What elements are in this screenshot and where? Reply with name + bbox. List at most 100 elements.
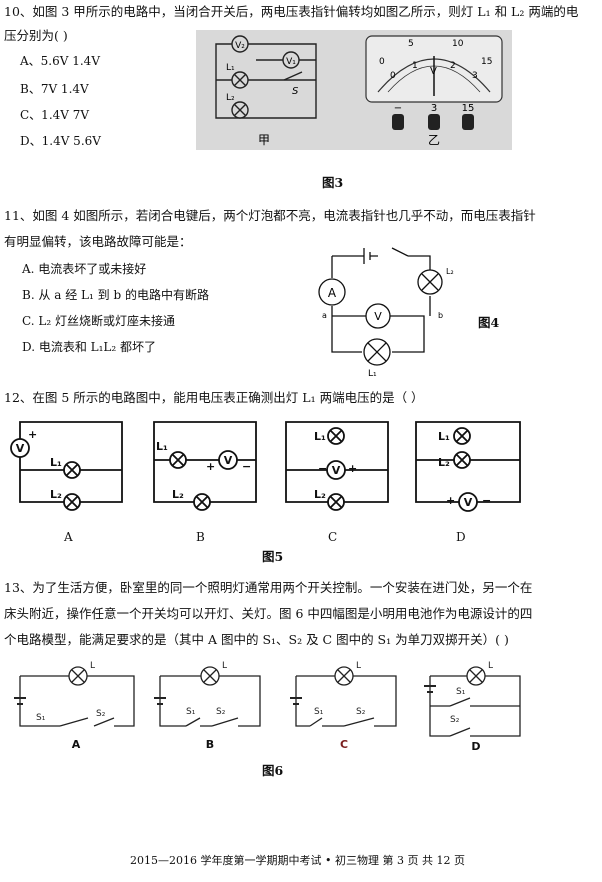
- fig5c-l1: L₁: [314, 430, 326, 443]
- terminal-minus-label: −: [394, 103, 402, 114]
- fig5a-l1: L₁: [50, 456, 62, 469]
- fig6a-s2: S₂: [96, 709, 106, 719]
- q10-option-b: B、7V 1.4V: [20, 82, 89, 96]
- meter-inner-tick-0: 0: [390, 71, 396, 81]
- fig5b-v: V: [224, 454, 233, 467]
- q10-option-a: A、5.6V 1.4V: [20, 54, 100, 68]
- fig5d-plus: +: [446, 494, 455, 507]
- figure-5-caption: 图5: [262, 549, 284, 564]
- fig5a-v: V: [16, 442, 25, 455]
- fig5c-l2: L₂: [314, 488, 326, 501]
- fig6d-s1: S₁: [456, 687, 466, 697]
- fig6c-lamp: L: [356, 661, 361, 671]
- fig3-left-caption: 甲: [258, 133, 270, 147]
- figure-4: A V a b L₂ L₁: [318, 247, 454, 379]
- figure-5: V + L₁ L₂ L₁ V + − L₂ L₁ V − + L₂ L₁ L₂ …: [10, 421, 521, 512]
- q10-option-d: D、1.4V 5.6V: [20, 134, 101, 148]
- fig6-label-b: B: [206, 738, 214, 751]
- figure-3-caption: 图3: [322, 175, 344, 190]
- fig5c-plus: +: [348, 462, 357, 475]
- fig4-point-b: b: [438, 311, 443, 320]
- fig4-ammeter-label: A: [328, 286, 337, 300]
- meter-outer-tick-15: 15: [481, 57, 492, 67]
- figure-6-caption: 图6: [262, 763, 284, 778]
- terminal-minus-icon: [392, 114, 404, 130]
- ammeter-icon: [318, 278, 346, 306]
- meter-outer-tick-10: 10: [452, 39, 464, 49]
- fig6-label-a: A: [72, 738, 81, 751]
- fig5b-plus: +: [206, 460, 215, 473]
- figure-6: L S₁ S₂ L S₁ S₂ L S₁ S₂ L S₁ S₂ A B C D: [14, 661, 521, 753]
- q11-option-a: A. 电流表坏了或未接好: [22, 262, 147, 276]
- fig5b-l1: L₁: [156, 440, 168, 453]
- meter-inner-tick-1: 1: [412, 61, 418, 71]
- fig6d-lamp: L: [488, 661, 493, 671]
- q13-stem-line2: 床头附近，操作任意一个开关均可以开灯、关灯。图 6 中四幅图是小明用电池作为电源…: [4, 606, 533, 621]
- terminal-15-label: 15: [462, 103, 475, 114]
- fig5d-l2: L₂: [438, 456, 450, 469]
- figure-3: V₂ V₁ L₁ L₂ S 甲 0 5 10 15 0 1 2 3 V − 3 …: [196, 30, 512, 150]
- q11-stem-line1: 11、如图 4 如图所示，若闭合电键后，两个灯泡都不亮，电流表指针也几乎不动，而…: [4, 208, 536, 223]
- fig4-l1-label: L₁: [368, 369, 377, 379]
- fig5-label-b: B: [196, 530, 205, 544]
- fig3-l1-label: L₁: [226, 63, 235, 73]
- meter-inner-tick-3: 3: [472, 71, 478, 81]
- fig6-batteries: [14, 685, 436, 705]
- fig6d-s2: S₂: [450, 715, 460, 725]
- fig6b-s2: S₂: [216, 707, 226, 717]
- fig6c-s1: S₁: [314, 707, 324, 717]
- fig6b-s1: S₁: [186, 707, 196, 717]
- fig5d-minus: −: [482, 494, 491, 507]
- meter-outer-tick-5: 5: [408, 39, 414, 49]
- fig3-v1-label: V₁: [286, 57, 296, 67]
- fig6-label-c: C: [340, 738, 348, 751]
- fig3-l2-label: L₂: [226, 93, 235, 103]
- fig5c-v: V: [332, 464, 341, 477]
- fig6a-lamp: L: [90, 661, 95, 671]
- fig5-label-c: C: [328, 530, 338, 544]
- fig6a-s1: S₁: [36, 713, 46, 723]
- figure-4-caption: 图4: [478, 315, 500, 330]
- q11-option-c: C. L₂ 灯丝烧断或灯座未接通: [22, 314, 175, 328]
- voltmeter-dial: [365, 35, 503, 103]
- q13-stem-line1: 13、为了生活方便，卧室里的同一个照明灯通常用两个开关控制。一个安装在进门处，另…: [4, 580, 533, 595]
- fig5-label-a: A: [64, 530, 73, 544]
- fig5a-l2: L₂: [50, 488, 62, 501]
- q12-stem: 12、在图 5 所示的电路图中，能用电压表正确测出灯 L₁ 两端电压的是（ ）: [4, 390, 424, 405]
- fig4-point-a: a: [322, 311, 327, 320]
- fig3-right-caption: 乙: [428, 133, 440, 147]
- meter-unit: V: [430, 66, 437, 77]
- fig6-label-d: D: [471, 740, 480, 753]
- fig5a-plus: +: [28, 428, 37, 441]
- meter-outer-tick-0: 0: [379, 57, 385, 67]
- meter-terminals: [392, 114, 474, 130]
- fig3-s-label: S: [292, 86, 299, 97]
- fig5c-minus: −: [318, 462, 327, 475]
- terminal-3-label: 3: [431, 103, 437, 114]
- q10-stem-line1: 10、如图 3 甲所示的电路中，当闭合开关后，两电压表指针偏转均如图乙所示，则灯…: [4, 4, 579, 19]
- fig6b-lamp: L: [222, 661, 227, 671]
- voltmeter-v1-icon: [282, 51, 300, 69]
- q13-stem-line3: 个电路模型，能满足要求的是（其中 A 图中的 S₁、S₂ 及 C 图中的 S₁ …: [4, 632, 509, 647]
- fig5d-v: V: [464, 496, 473, 509]
- q10-option-c: C、1.4V 7V: [20, 108, 90, 122]
- figure-3-left-circuit: [215, 35, 317, 119]
- q10-stem-line2: 压分别为( ): [4, 28, 68, 43]
- q11-option-b: B. 从 a 经 L₁ 到 b 的电路中有断路: [22, 288, 209, 302]
- q11-stem-line2: 有明显偏转，该电路故障可能是：: [4, 234, 192, 249]
- fig4-voltmeter-label: V: [374, 310, 382, 323]
- fig5b-minus: −: [242, 460, 251, 473]
- terminal-3-icon: [428, 114, 440, 130]
- fig5b-l2: L₂: [172, 488, 184, 501]
- terminal-15-icon: [462, 114, 474, 130]
- page-footer: 2015—2016 学年度第一学期期中考试 • 初三物理 第 3 页 共 12 …: [130, 854, 465, 867]
- fig5d-l1: L₁: [438, 430, 450, 443]
- q11-option-d: D. 电流表和 L₁L₂ 都坏了: [22, 340, 157, 354]
- switch-s-icon: [283, 71, 303, 81]
- fig6c-s2: S₂: [356, 707, 366, 717]
- voltmeter-icon: [365, 303, 391, 329]
- fig5-label-d: D: [456, 530, 466, 544]
- meter-inner-tick-2: 2: [450, 61, 456, 71]
- fig4-l2-label: L₂: [446, 267, 454, 276]
- voltmeter-v2-icon: [231, 35, 249, 53]
